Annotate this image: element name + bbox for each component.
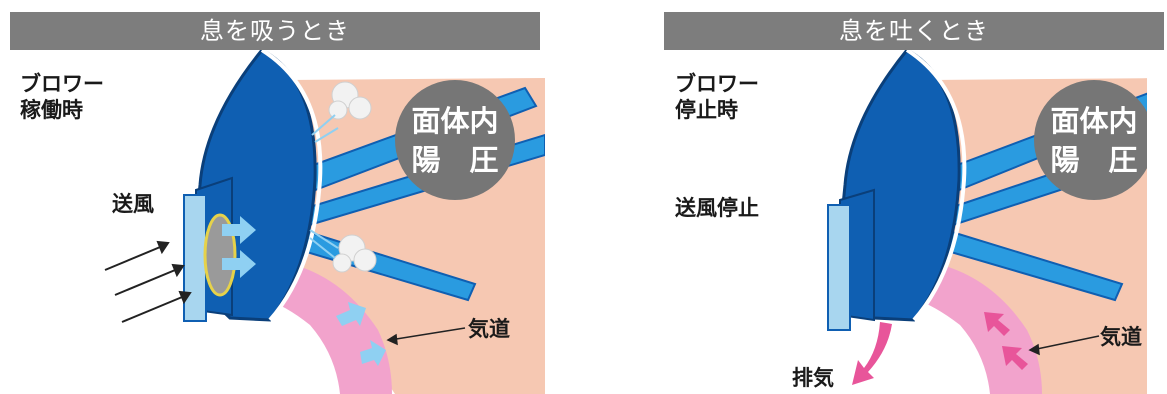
mask-rim bbox=[260, 48, 323, 322]
exhale-header: 息を吐くとき bbox=[664, 12, 1164, 50]
exhaust-label: 排気 bbox=[792, 366, 834, 390]
inhale-header: 息を吸うとき bbox=[10, 12, 540, 50]
airway-label: 気道 bbox=[468, 317, 510, 341]
exhale-illustration bbox=[827, 48, 1147, 394]
air-puffs bbox=[328, 81, 377, 273]
exhaust-arrow bbox=[852, 322, 892, 385]
airflow-stopped-label: 送風停止 bbox=[675, 196, 759, 220]
airway bbox=[262, 265, 392, 394]
airflow-label: 送風 bbox=[112, 192, 154, 216]
airway-label: 気道 bbox=[1100, 325, 1142, 349]
mask-rim bbox=[905, 48, 967, 322]
blower-status-line1: ブロワー bbox=[675, 72, 759, 96]
blower-status-line1: ブロワー bbox=[20, 72, 104, 96]
airway-pointer bbox=[1028, 335, 1100, 356]
pressure-label-line2: 陽 圧 bbox=[411, 143, 499, 177]
pressure-circle bbox=[1034, 80, 1147, 200]
inhale-panel: 息を吸うとき ブロワー 稼働時 送風 気道 面体内 陽 圧 bbox=[0, 0, 545, 394]
filter bbox=[183, 194, 207, 322]
inhale-illustration bbox=[104, 48, 545, 394]
incoming-air-arrows bbox=[104, 240, 192, 323]
blower-status-line2: 稼働時 bbox=[20, 98, 83, 122]
airway-pointer bbox=[386, 327, 466, 346]
blower-status-line2: 停止時 bbox=[675, 98, 738, 122]
pressure-label-line2: 陽 圧 bbox=[1050, 143, 1138, 177]
air-jets bbox=[309, 114, 339, 259]
pressure-label-line1: 面体内 bbox=[1050, 104, 1138, 138]
exhale-panel: 息を吐くとき ブロワー 停止時 送風停止 気道 排気 面体内 陽 圧 bbox=[602, 0, 1164, 394]
inflow-arrows bbox=[222, 216, 386, 366]
outflow-arrows bbox=[984, 312, 1028, 370]
filter bbox=[827, 204, 851, 331]
pressure-circle bbox=[395, 80, 515, 200]
pressure-label-line1: 面体内 bbox=[411, 104, 499, 138]
